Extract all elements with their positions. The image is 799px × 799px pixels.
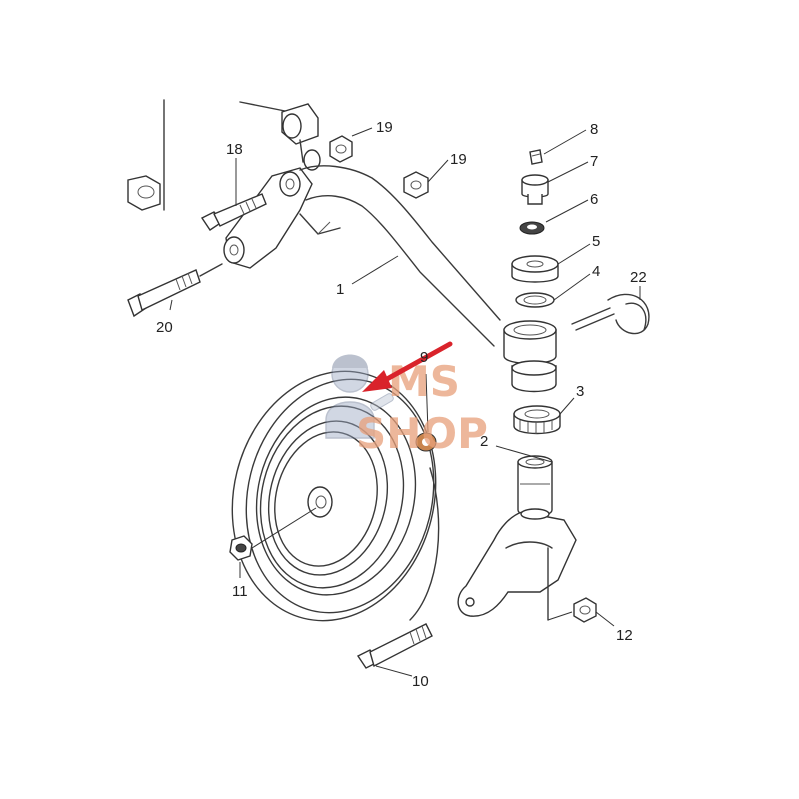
bearing-3: [513, 405, 561, 435]
caster-fork: [457, 455, 577, 621]
spacer-5: [511, 255, 559, 283]
label-part-3: 3: [576, 383, 584, 400]
label-part-7: 7: [590, 153, 598, 170]
washer-6: [519, 221, 545, 235]
mechanic-mascot-icon: [325, 354, 394, 439]
bolt-20: [127, 263, 223, 318]
cap-7: [521, 174, 549, 205]
label-part-10: 10: [412, 673, 429, 690]
top-pivot-cylinder: [239, 101, 319, 163]
label-part-22: 22: [630, 269, 647, 286]
nut-11: [229, 535, 253, 561]
main-arm: [299, 165, 501, 347]
label-part-2: 2: [480, 433, 488, 450]
red-arrow-icon: [362, 341, 453, 392]
screw-8: [529, 149, 543, 165]
bolt-10: [356, 623, 433, 669]
bolt-18: [200, 193, 267, 231]
ring-4: [515, 292, 555, 308]
label-part-4: 4: [592, 263, 600, 280]
frame-bracket: [223, 149, 321, 269]
nut-12: [573, 597, 597, 623]
wheel: [231, 370, 440, 622]
label-part-19-middle: 19: [450, 151, 467, 168]
partial-nut-left: [127, 175, 161, 211]
label-part-20: 20: [156, 319, 173, 336]
label-part-1: 1: [336, 281, 344, 298]
label-part-18: 18: [226, 141, 243, 158]
watermark-text-ms: MS: [388, 357, 460, 406]
label-part-8: 8: [590, 121, 598, 138]
leader-lines: [169, 127, 641, 677]
label-part-11: 11: [232, 583, 248, 600]
nut-19-upper: [329, 135, 353, 163]
arm-tube: [503, 320, 557, 393]
label-part-5: 5: [592, 233, 600, 250]
washer-9: [415, 432, 437, 452]
pin-22: [571, 293, 650, 335]
watermark-text-shop: SHOP: [356, 409, 488, 458]
label-part-19-upper: 19: [376, 119, 393, 136]
label-part-12: 12: [616, 627, 633, 644]
label-part-9: 9: [420, 349, 428, 366]
nut-19-middle: [403, 171, 429, 199]
label-part-6: 6: [590, 191, 598, 208]
